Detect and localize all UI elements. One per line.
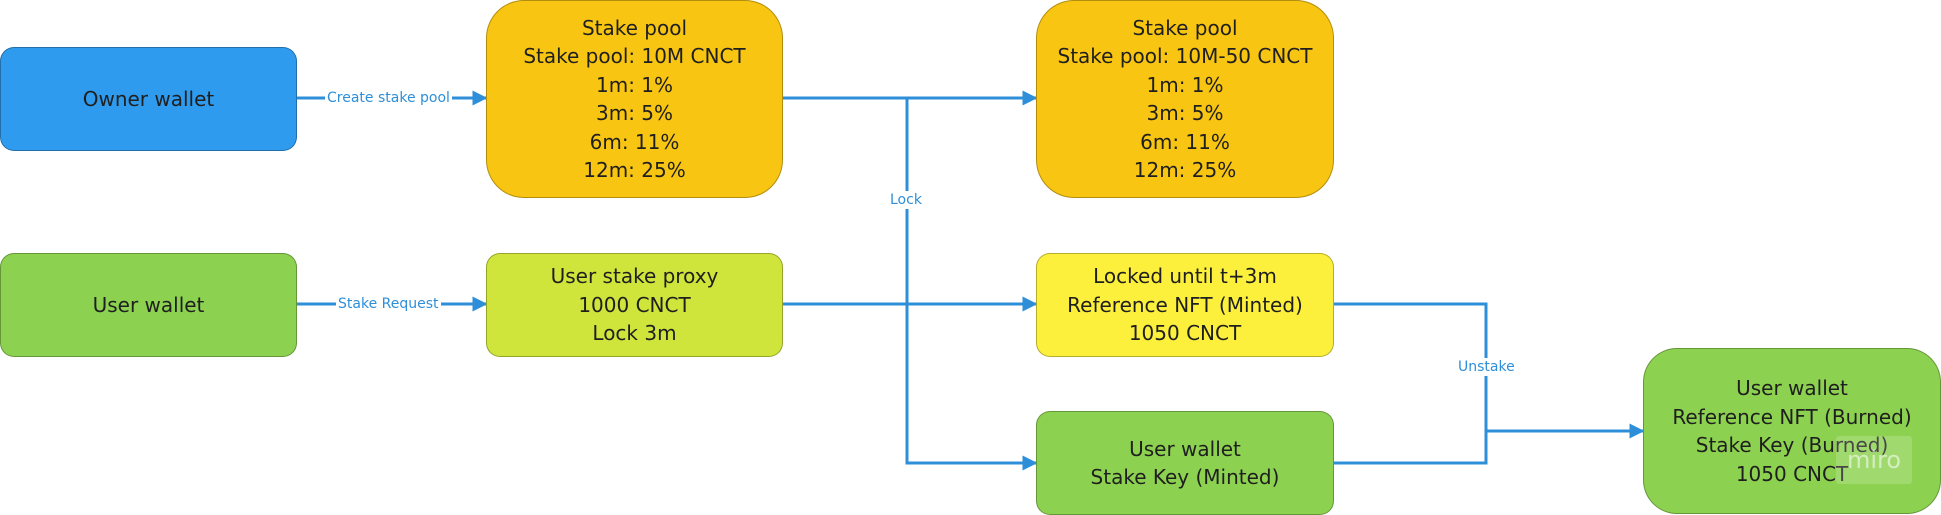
stake-pool-updated-title: Stake pool: [1132, 15, 1238, 40]
create-stake-pool-label: Create stake pool: [325, 89, 452, 107]
user-wallet-label: User wallet: [92, 292, 205, 317]
user-stake-proxy-lock: Lock 3m: [592, 321, 677, 346]
user-wallet-final-title: User wallet: [1736, 376, 1848, 400]
owner-wallet-node[interactable]: Owner wallet: [0, 47, 297, 151]
user-stake-proxy-node[interactable]: User stake proxy 1000 CNCT Lock 3m: [486, 253, 783, 357]
stake-pool-updated-rate-6m: 6m: 11%: [1140, 129, 1230, 154]
stake-pool-updated-amount: Stake pool: 10M-50 CNCT: [1057, 44, 1313, 68]
owner-wallet-label: Owner wallet: [82, 86, 215, 111]
stake-pool-amount: Stake pool: 10M CNCT: [523, 44, 746, 68]
locked-amount: 1050 CNCT: [1128, 321, 1242, 346]
stake-pool-rate-6m: 6m: 11%: [589, 129, 680, 154]
user-wallet-final-node[interactable]: User wallet Reference NFT (Burned) Stake…: [1643, 348, 1941, 514]
connector-locked-to-unstake: [1334, 302, 1488, 465]
stake-pool-rate-3m: 3m: 5%: [595, 101, 674, 125]
miro-watermark: miro: [1836, 436, 1912, 484]
lock-label: Lock: [888, 191, 924, 209]
user-wallet-stake-key-node[interactable]: User wallet Stake Key (Minted): [1036, 411, 1334, 515]
user-stake-proxy-title: User stake proxy: [550, 264, 719, 289]
stake-pool-rate-12m: 12m: 25%: [583, 158, 686, 182]
user-stake-proxy-amount: 1000 CNCT: [578, 292, 691, 317]
stake-pool-title: Stake pool: [581, 15, 688, 40]
stake-pool-updated-rate-1m: 1m: 1%: [1146, 72, 1224, 97]
user-wallet-stake-key-title: User wallet: [1129, 436, 1241, 461]
connector-lock-trunk: [905, 98, 1038, 471]
user-wallet-final-reference-nft: Reference NFT (Burned): [1672, 404, 1912, 429]
stake-pool-updated-rate-3m: 3m: 5%: [1146, 101, 1224, 125]
stake-pool-updated-node[interactable]: Stake pool Stake pool: 10M-50 CNCT 1m: 1…: [1036, 0, 1334, 198]
locked-until-label: Locked until t+3m: [1093, 264, 1277, 289]
user-wallet-final-stake-key: Stake Key (Burned): [1695, 433, 1889, 457]
unstake-label: Unstake: [1456, 358, 1517, 376]
stake-pool-rate-1m: 1m: 1%: [595, 72, 674, 97]
stake-pool-node[interactable]: Stake pool Stake pool: 10M CNCT 1m: 1% 3…: [486, 0, 783, 198]
stake-request-label: Stake Request: [336, 295, 441, 313]
stake-pool-updated-rate-12m: 12m: 25%: [1133, 158, 1237, 182]
user-wallet-node[interactable]: User wallet: [0, 253, 297, 357]
user-wallet-final-amount: 1050 CNCT: [1735, 461, 1849, 486]
locked-node[interactable]: Locked until t+3m Reference NFT (Minted)…: [1036, 253, 1334, 357]
locked-reference-nft: Reference NFT (Minted): [1067, 292, 1303, 317]
user-wallet-stake-key-minted: Stake Key (Minted): [1090, 465, 1280, 489]
